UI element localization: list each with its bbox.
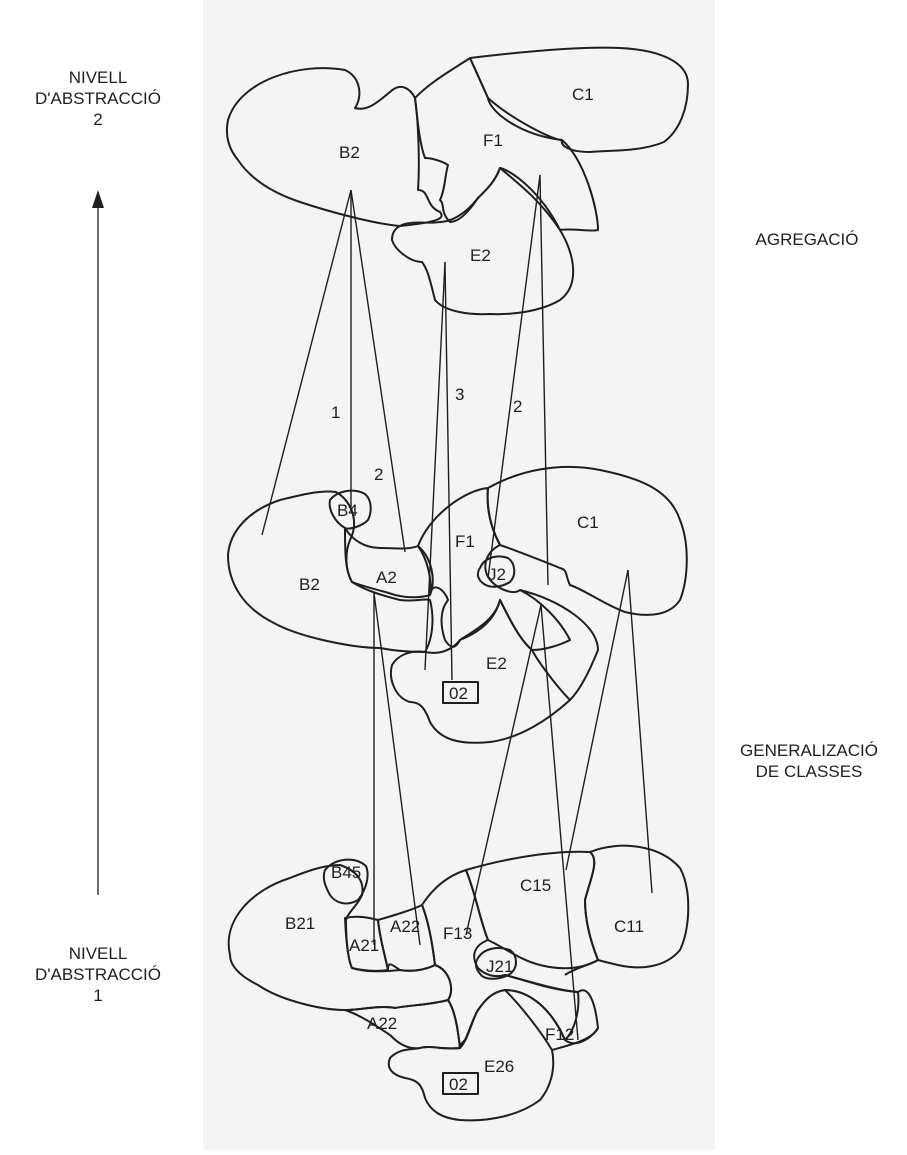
middle-label-b2: B2 [299,575,320,594]
middle-region-b2 [227,490,434,653]
link-count-1: 1 [331,403,340,422]
top-region-c1 [469,46,689,153]
generalization-line-1: GENERALIZACIÓ [740,741,878,760]
top-label-c1: C1 [572,85,594,104]
middle-label-e2: E2 [486,654,507,673]
link-b2-to-a2 [350,189,406,553]
bottom-label-c15: C15 [520,876,551,895]
bottom-region-a22-small [377,904,436,972]
middle-label-f1: F1 [455,532,475,551]
bottom-label-a21: A21 [349,936,379,955]
generalization-line-2: DE CLASSES [755,762,863,781]
top-level-line-1: NIVELL [68,68,128,87]
bottom-region-j21 [474,947,517,980]
abstraction-axis-arrowhead [92,190,104,208]
top-level-line-2: D'ABSTRACCIÓ [34,89,162,108]
top-region-f1 [414,57,599,232]
bottom-label-b21: B21 [285,914,315,933]
bottom-label-c11: C11 [614,917,644,936]
bottom-region-c11 [584,844,690,969]
top-region-e2 [391,167,575,316]
bottom-region-o2-box [442,1072,479,1095]
link-f1-to-c1 [539,174,549,586]
bottom-label-f13: F13 [443,924,472,943]
bottom-level-line-1: NIVELL [68,944,128,963]
top-label-e2: E2 [470,246,491,265]
middle-label-c1: C1 [577,513,599,532]
bottom-level-line-3: 1 [93,986,103,1005]
aggregation-text: AGREGACIÓ [755,230,859,249]
middle-label-b4: B4 [337,501,358,520]
middle-region-e2-edge [519,589,599,701]
link-f1-to-f13 [465,604,542,936]
middle-region-f1 [417,487,571,651]
link-count-2-right: 2 [513,397,522,416]
top-label-b2: B2 [339,143,360,162]
bottom-label-b45: B45 [331,863,361,882]
bottom-label-o2: 02 [449,1075,468,1094]
link-e2-left [424,261,446,671]
middle-region-e2 [390,599,571,744]
top-level-label: NIVELL D'ABSTRACCIÓ 2 [30,67,166,130]
middle-region-o2-box [442,681,479,704]
middle-region-b4 [328,489,372,530]
link-c1-to-c15 [565,569,629,871]
link-count-3: 3 [455,385,464,404]
top-label-f1: F1 [483,131,503,150]
paper-background [203,0,715,1150]
bottom-region-edge-c [551,1027,599,1051]
middle-label-j2: J2 [488,565,506,584]
link-e2-to-f12 [540,604,579,1041]
bottom-level-label: NIVELL D'ABSTRACCIÓ 1 [30,943,166,1006]
top-region-b2 [225,67,443,227]
bottom-region-e26 [387,989,555,1122]
link-c1-to-c11 [627,569,653,894]
bottom-label-a22-small: A22 [390,917,420,936]
middle-region-j2 [476,555,516,588]
bottom-label-j21: J21 [486,957,513,976]
bottom-label-e26: E26 [484,1057,514,1076]
top-level-line-3: 2 [93,110,103,129]
bottom-level-line-2: D'ABSTRACCIÓ [34,965,162,984]
link-b2-to-b2 [261,189,352,536]
link-e2-right [444,261,453,681]
bottom-region-edge-d [564,959,599,976]
link-count-2-left: 2 [374,465,383,484]
bottom-label-f12: F12 [545,1025,574,1044]
link-a2-to-a22 [373,592,421,946]
middle-label-a2: A2 [376,568,397,587]
bottom-label-a22: A22 [367,1014,397,1033]
middle-label-o2: 02 [449,684,468,703]
bottom-region-b45 [322,858,369,905]
aggregation-label: AGREGACIÓ [737,229,877,250]
generalization-label: GENERALIZACIÓ DE CLASSES [730,740,888,782]
link-f1-to-j2 [487,174,541,579]
middle-region-c1 [486,465,688,616]
